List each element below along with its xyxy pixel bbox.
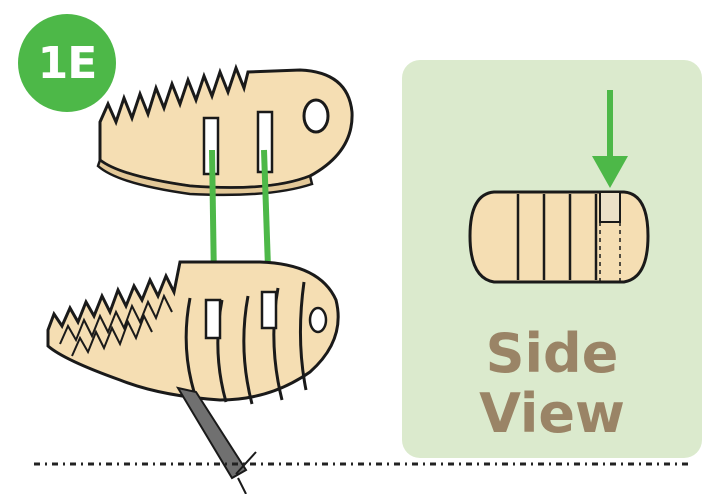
down-arrow-icon	[592, 90, 628, 188]
stacked-pieces	[46, 260, 340, 405]
side-view-title-line2: View	[479, 382, 625, 445]
side-view-piece	[468, 190, 650, 284]
tweezers-icon	[175, 386, 257, 494]
top-piece	[96, 63, 354, 197]
step-badge: 1E	[18, 14, 116, 112]
cut-line	[34, 462, 690, 466]
step-label: 1E	[37, 37, 98, 89]
side-view-title-line1: Side	[485, 322, 619, 385]
